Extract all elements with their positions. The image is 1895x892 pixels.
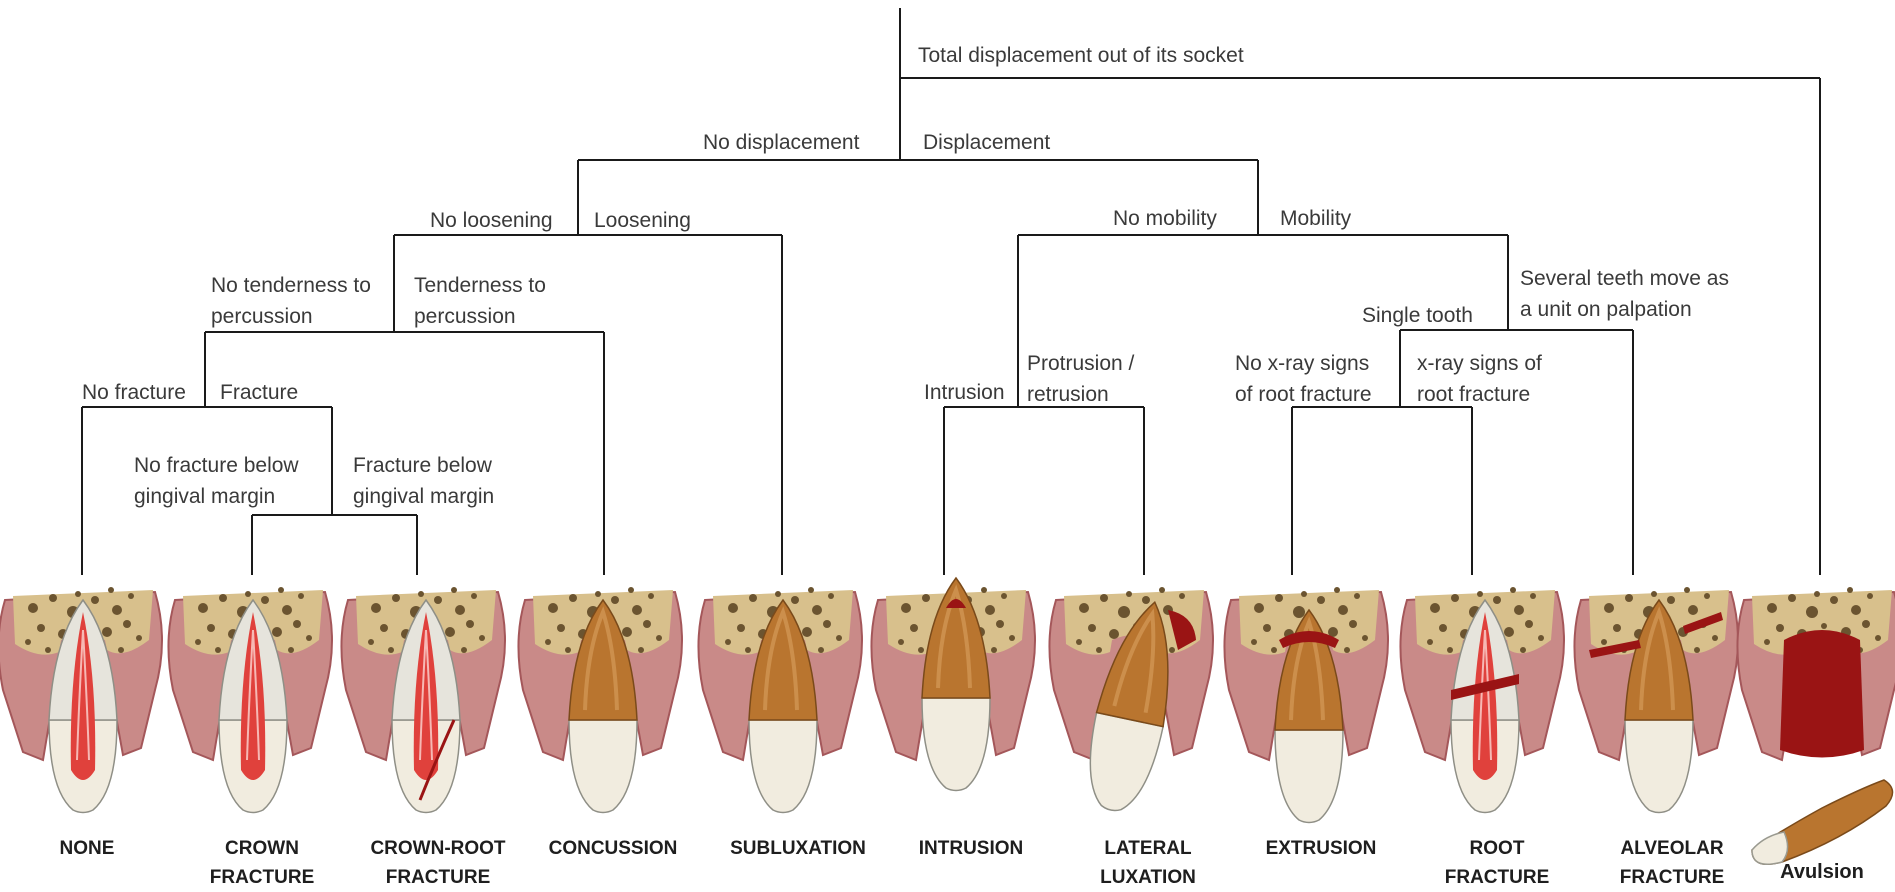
label-no-xray-signs: No x-ray signs of root fracture <box>1235 348 1372 410</box>
label-no-mobility: No mobility <box>1113 203 1217 234</box>
tooth-none <box>0 587 162 813</box>
caption-crown-root-fracture: CROWN-ROOT FRACTURE <box>338 834 538 892</box>
tooth-subluxation <box>698 587 862 813</box>
tooth-avulsion <box>1737 587 1895 864</box>
caption-lateral-luxation: LATERAL LUXATION <box>1048 834 1248 892</box>
label-protrusion-retrusion: Protrusion / retrusion <box>1027 348 1134 410</box>
tooth-lateral-luxation <box>1049 587 1213 817</box>
caption-subluxation: SUBLUXATION <box>698 834 898 863</box>
caption-intrusion: INTRUSION <box>871 834 1071 863</box>
caption-crown-fracture: CROWN FRACTURE <box>162 834 362 892</box>
caption-concussion: CONCUSSION <box>513 834 713 863</box>
label-loosening: Loosening <box>594 205 691 236</box>
caption-avulsion: Avulsion <box>1722 858 1895 887</box>
label-displacement: Displacement <box>923 127 1050 158</box>
label-tenderness: Tenderness to percussion <box>414 270 546 332</box>
caption-extrusion: EXTRUSION <box>1221 834 1421 863</box>
label-fracture-below-gingival: Fracture below gingival margin <box>353 450 494 512</box>
label-several-teeth: Several teeth move as a unit on palpatio… <box>1520 263 1729 325</box>
label-no-displacement: No displacement <box>703 127 859 158</box>
tooth-crown-root-fracture <box>341 587 505 813</box>
label-no-fracture-below-gingival: No fracture below gingival margin <box>134 450 299 512</box>
caption-none: NONE <box>0 834 187 863</box>
label-no-loosening: No loosening <box>430 205 553 236</box>
tooth-concussion <box>518 587 682 813</box>
label-no-tenderness: No tenderness to percussion <box>211 270 371 332</box>
label-fracture: Fracture <box>220 377 298 408</box>
label-mobility: Mobility <box>1280 203 1351 234</box>
caption-root-fracture: ROOT FRACTURE <box>1397 834 1597 892</box>
label-xray-signs: x-ray signs of root fracture <box>1417 348 1542 410</box>
tooth-extrusion <box>1224 587 1388 823</box>
label-single-tooth: Single tooth <box>1362 300 1473 331</box>
tooth-intrusion <box>871 578 1035 791</box>
label-intrusion: Intrusion <box>924 377 1005 408</box>
tooth-alveolar-fracture <box>1574 587 1738 813</box>
tooth-root-fracture <box>1400 587 1564 813</box>
label-total-displacement: Total displacement out of its socket <box>918 40 1244 71</box>
tooth-crown-fracture <box>168 587 332 813</box>
label-no-fracture: No fracture <box>82 377 186 408</box>
tooth-illustrations <box>0 578 1895 864</box>
